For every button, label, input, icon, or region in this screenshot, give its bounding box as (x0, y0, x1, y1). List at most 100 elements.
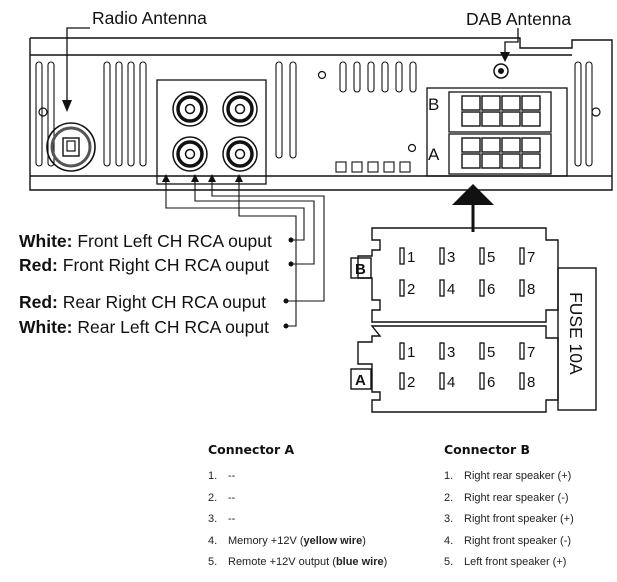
rca-color-rear-left: White: (19, 317, 73, 337)
dab-antenna-leader (504, 28, 519, 55)
connector-a-item: 4.Memory +12V (yellow wire) (208, 531, 387, 553)
iso-plug (357, 227, 597, 413)
mount-hole-center (317, 70, 327, 80)
rca-jack-ring (176, 140, 204, 168)
socket-pin-cell (501, 111, 521, 127)
rca-text-rear-left: Rear Left CH RCA ouput (77, 317, 269, 337)
vent-slot (289, 61, 297, 159)
rca-text-front-right: Front Right CH RCA ouput (62, 255, 269, 275)
vent-slot (574, 61, 582, 167)
item-number: 1. (444, 470, 454, 482)
plug-pin-number: 2 (407, 374, 415, 391)
vent-slot (339, 61, 347, 93)
item-number: 4. (208, 534, 218, 547)
rca-jacks (172, 91, 258, 172)
plug-pin-slot (399, 342, 405, 360)
rca-jack-icon (222, 136, 258, 172)
item-number: 3. (208, 513, 218, 525)
socket-pin-cell (461, 137, 481, 153)
socket-pin-cell (481, 153, 501, 169)
connector-a-list: Connector A 1.-- 2.-- 3.-- 4.Memory +12V… (208, 442, 387, 574)
socket-pin-cell (461, 153, 481, 169)
vent-slot (103, 61, 111, 167)
item-text: Right front speaker (-) (464, 534, 571, 547)
rca-jack-ring (226, 140, 254, 168)
mount-hole-right (407, 143, 417, 153)
item-text: -- (228, 513, 236, 525)
plug-pin-number: 6 (487, 281, 495, 298)
plug-pin-number: 4 (447, 374, 455, 391)
plug-pin-slot (439, 372, 445, 390)
vent-slot (399, 161, 411, 173)
vent-slots (35, 61, 593, 173)
connector-a-item: 5.Remote +12V output (blue wire) (208, 552, 387, 574)
rca-leader-arrows (162, 174, 243, 182)
unit-port-a: A (428, 145, 440, 164)
plug-b-tag: B (355, 261, 366, 278)
plug-pin-number: 8 (527, 374, 535, 391)
unit-socket-pins (461, 95, 541, 169)
item-text: Right rear speaker (+) (464, 470, 572, 482)
item-number: 3. (444, 513, 454, 525)
vent-slot (383, 161, 395, 173)
vent-slot (47, 61, 55, 167)
connector-b-title: Connector B (444, 442, 531, 457)
rca-jack-pin (184, 103, 196, 115)
socket-pin-cell (461, 111, 481, 127)
plug-pin-number: 3 (447, 249, 455, 266)
vent-slot (353, 61, 361, 93)
vent-slot (367, 161, 379, 173)
vent-slot (395, 61, 403, 93)
vent-slot (381, 61, 389, 93)
item-wire-color: yellow wire (303, 534, 363, 547)
dab-antenna-label: DAB Antenna (466, 9, 571, 29)
rca-jack-icon (172, 91, 208, 127)
plug-pin-slot (399, 279, 405, 297)
socket-pin-cell (521, 137, 541, 153)
item-text: Remote +12V output ( (228, 556, 336, 568)
item-text: Right rear speaker (-) (464, 491, 569, 504)
vent-slot (115, 61, 123, 167)
rca-jack-pin (234, 103, 246, 115)
socket-pin-cell (501, 153, 521, 169)
plug-pin-slot (399, 372, 405, 390)
socket-pin-cell (481, 137, 501, 153)
dab-antenna-socket (493, 63, 509, 79)
mount-hole-far-right (591, 107, 601, 117)
plug-pin-slot (439, 279, 445, 297)
unit-port-b: B (428, 95, 439, 114)
plug-pin-number: 1 (407, 249, 415, 266)
rca-jack-ring (226, 95, 254, 123)
plug-pin-slot (519, 372, 525, 390)
rca-leader-lines (165, 178, 325, 327)
rca-jack-icon (172, 136, 208, 172)
rca-label-front-right: Red: Front Right CH RCA ouput (19, 255, 269, 275)
socket-pin-cell (521, 95, 541, 111)
connector-b-item: 3.Right front speaker (+) (444, 509, 574, 531)
plug-insert-arrow (452, 184, 494, 205)
plug-pin-slot (439, 247, 445, 265)
connector-b-item: 4.Right front speaker (-) (444, 531, 574, 553)
rca-text-front-left: Front Left CH RCA ouput (77, 231, 272, 251)
plug-pin-slot (479, 279, 485, 297)
socket-pin-cell (481, 95, 501, 111)
connector-b-item: 2. Right rear speaker (-) (444, 488, 574, 510)
item-number: 2. (444, 491, 454, 504)
connector-b-item: 1. Right rear speaker (+) (444, 466, 574, 488)
item-number: 5. (444, 556, 454, 568)
rca-leader-dots (283, 237, 294, 329)
radio-antenna-socket (46, 122, 96, 172)
plug-pin-slot (479, 372, 485, 390)
vent-slot (585, 61, 593, 167)
item-wire-color: blue wire (335, 556, 384, 568)
item-text-end: ) (362, 534, 366, 547)
socket-pin-cell (521, 111, 541, 127)
plug-pin-slot (399, 247, 405, 265)
socket-pin-cell (501, 137, 521, 153)
plug-pin-number: 7 (527, 249, 535, 266)
connector-b-list: Connector B 1. Right rear speaker (+) 2. R… (444, 442, 574, 574)
item-number: 1. (208, 470, 218, 482)
rca-label-rear-right: Red: Rear Right CH RCA ouput (19, 292, 266, 312)
item-number: 2. (208, 491, 218, 504)
